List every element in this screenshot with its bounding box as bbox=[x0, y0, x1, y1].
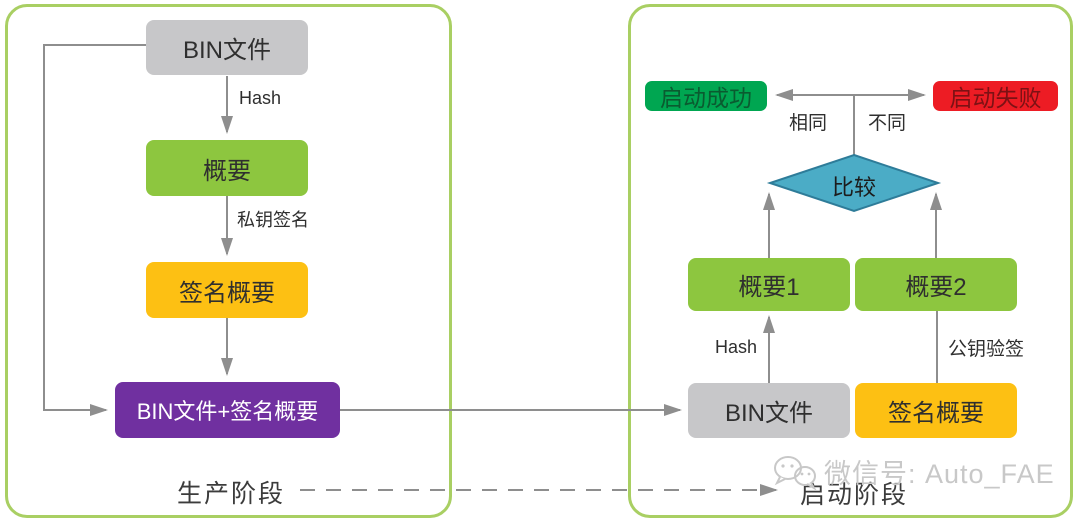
digest1-label: 概要1 bbox=[738, 274, 800, 301]
production-digest-box: 概要 bbox=[146, 140, 308, 196]
boot-bin-file-box: BIN文件 bbox=[688, 383, 850, 438]
production-signed-digest-box: 签名概要 bbox=[146, 262, 308, 318]
boot-signed-digest-box: 签名概要 bbox=[855, 383, 1017, 438]
watermark: 微信号: Auto_FAE bbox=[772, 452, 1055, 491]
boot-fail-label: 启动失败 bbox=[949, 85, 1042, 111]
production-combined-label: BIN文件+签名概要 bbox=[136, 399, 319, 424]
digest2-label: 概要2 bbox=[905, 274, 967, 301]
boot-success-label: 启动成功 bbox=[660, 85, 752, 111]
digest1-box: 概要1 bbox=[688, 258, 850, 311]
production-digest-label: 概要 bbox=[203, 157, 251, 185]
compare-label: 比较 bbox=[831, 175, 876, 200]
production-bin-file-label: BIN文件 bbox=[182, 37, 271, 64]
boot-panel bbox=[628, 4, 1073, 518]
digest2-box: 概要2 bbox=[855, 258, 1017, 311]
wechat-icon bbox=[774, 455, 817, 490]
boot-stage-label: 启动阶段 bbox=[800, 482, 909, 509]
same-label: 相同 bbox=[789, 113, 828, 134]
production-panel bbox=[5, 4, 452, 518]
watermark-text: 微信号: Auto_FAE bbox=[824, 459, 1055, 489]
private-key-sign-label: 私钥签名 bbox=[237, 210, 309, 230]
boot-signed-digest-label: 签名概要 bbox=[888, 400, 984, 427]
production-hash-label: Hash bbox=[239, 88, 282, 108]
boot-success-box: 启动成功 bbox=[645, 81, 767, 111]
different-label: 不同 bbox=[868, 113, 907, 134]
production-stage-label: 生产阶段 bbox=[177, 481, 286, 508]
boot-hash-label: Hash bbox=[714, 337, 757, 357]
public-key-verify-label: 公钥验签 bbox=[948, 339, 1025, 360]
production-bin-file-box: BIN文件 bbox=[146, 20, 308, 75]
production-combined-box: BIN文件+签名概要 bbox=[115, 382, 340, 438]
production-signed-digest-label: 签名概要 bbox=[179, 279, 275, 307]
boot-bin-file-label: BIN文件 bbox=[724, 400, 813, 427]
boot-fail-box: 启动失败 bbox=[933, 81, 1058, 111]
